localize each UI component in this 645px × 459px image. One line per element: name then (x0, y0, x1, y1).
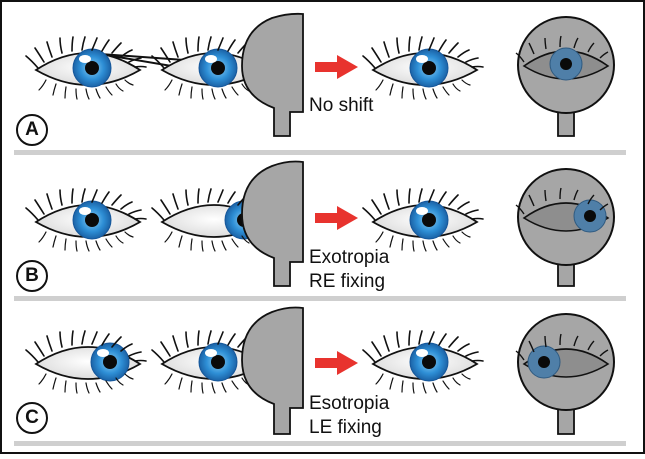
panel-c-caption-line2: LE fixing (309, 416, 382, 440)
panel-c-caption-line1: Esotropia (309, 392, 389, 416)
panel-a-caption: No shift (309, 94, 373, 118)
panel-a-letter: A (24, 118, 40, 142)
panel-separator-bottom (14, 441, 626, 446)
panel-separator-ab (14, 150, 626, 155)
panel-separator-bc (14, 296, 626, 301)
panel-b-caption-line2: RE fixing (309, 270, 385, 294)
panel-b-letter: B (24, 264, 40, 288)
panel-c-letter: C (24, 406, 40, 430)
panel-b-caption-line1: Exotropia (309, 246, 389, 270)
